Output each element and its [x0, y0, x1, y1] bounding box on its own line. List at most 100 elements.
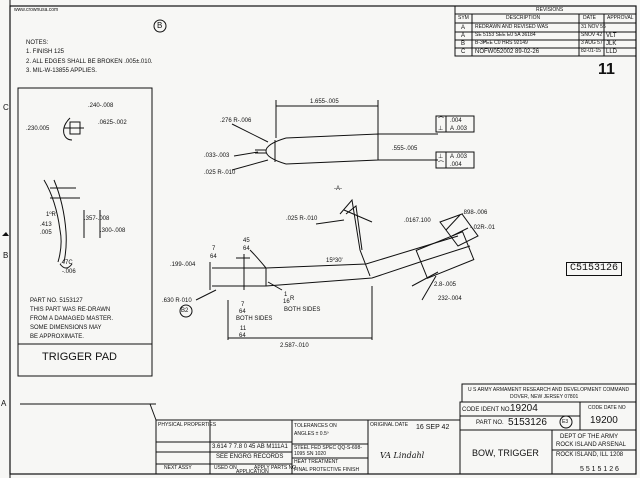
- detail-dim: .230.005: [26, 126, 50, 132]
- detail-dim: .300-.008: [100, 228, 126, 234]
- detail-title: TRIGGER PAD: [42, 351, 117, 363]
- border-arrow: [2, 232, 9, 236]
- record-no: 3.614 7 7.8 0 45 AB M111A1: [212, 444, 288, 450]
- dim-label: .025 R-.010: [286, 216, 318, 222]
- dim-label: .555-.005: [392, 146, 418, 152]
- dim-label: .0167.100: [404, 218, 431, 224]
- dim-label: BOTH SIDES: [236, 316, 273, 322]
- original-date-value: 16 SEP 42: [416, 424, 450, 431]
- dim-label: 232-.004: [438, 296, 462, 302]
- dim-label: 16: [283, 299, 290, 305]
- dim-label: 1: [284, 292, 288, 298]
- note-item: 2. ALL EDGES SHALL BE BROKEN .005±.010.: [26, 59, 153, 65]
- heat-treatment-label: HEAT TREATMENT: [294, 459, 339, 465]
- rev-row-sym: B: [461, 41, 466, 47]
- part-callout: C5153126: [566, 262, 623, 276]
- part-no-value: 5153126: [508, 417, 547, 428]
- sheet-letter: B: [157, 21, 163, 30]
- application-label: APPLICATION: [236, 469, 269, 475]
- detail-dim: .357-.008: [84, 216, 110, 222]
- rev-row-sym: A: [461, 25, 466, 31]
- datum-a: -A-: [334, 186, 342, 192]
- bottom-part-partial: 5 5 1 5 1 2 6: [580, 466, 619, 473]
- revisions-title: REVISIONS: [536, 7, 564, 13]
- angles-label: ANGLES ± 0.5º: [294, 431, 329, 437]
- part-circle-label: E3: [562, 419, 569, 425]
- rev-row-desc: B-3₱EE C0 HRS 92149: [475, 40, 528, 46]
- dim-label: 11: [240, 326, 247, 332]
- dim-label: 64: [210, 254, 217, 260]
- agency-line: U S ARMY ARMAMENT RESEARCH AND DEVELOPME…: [468, 387, 630, 393]
- rev-row-desc: REDRAWN AND REVISED WAS: [475, 24, 549, 30]
- rev-row-sym: C: [461, 49, 466, 55]
- sheet-letter-circle: [153, 19, 167, 33]
- tolerance-value: .004: [450, 162, 462, 168]
- used-on-label: USED ON: [214, 465, 237, 471]
- tolerance-value: A .003: [450, 126, 468, 132]
- dim-label: .199-.004: [170, 262, 196, 268]
- rev-row-sym: A: [461, 33, 466, 39]
- part-circle: [559, 415, 573, 429]
- detail-dim: .47C: [60, 260, 73, 266]
- border-letter: B: [3, 251, 9, 260]
- dim-label: .898-.006: [462, 210, 488, 216]
- code-date-value: 19200: [590, 415, 618, 426]
- rev-col-sym: SYM: [458, 15, 469, 21]
- view-marker-circle: [179, 304, 193, 318]
- rev-row-approval: VLT: [606, 33, 617, 39]
- detail-dim: .005: [40, 230, 52, 236]
- code-ident-value: 19204: [510, 403, 538, 414]
- detail-dim: .413: [40, 222, 52, 228]
- agency-line: DOVER, NEW JERSEY 07801: [510, 394, 579, 400]
- note-item: 3. MIL-W-13855 APPLIES.: [26, 68, 97, 74]
- tolerance-symbol: ⊥: [438, 154, 444, 160]
- detail-part-no: PART NO. 5153127: [30, 298, 83, 304]
- rev-row-date: 3 AUG 57: [581, 40, 603, 46]
- rev-row-date: SNOV 42: [581, 32, 603, 38]
- detail-note: FROM A DAMAGED MASTER.: [30, 316, 114, 322]
- notes-heading: NOTES:: [26, 40, 49, 46]
- detail-note: BE APPROXIMATE.: [30, 334, 84, 340]
- dim-label: -.02R-.01: [470, 225, 496, 231]
- dept-line: ROCK ISLAND ARSENAL: [556, 442, 627, 448]
- dim-label: 15º30': [326, 258, 343, 264]
- detail-dim: .0625-.002: [98, 120, 127, 126]
- signature: VA Lindahl: [380, 451, 425, 460]
- rev-row-desc: SE 5153 SEE E0 5A 36184: [475, 32, 536, 38]
- rev-col-date: DATE: [583, 15, 596, 21]
- dim-label: 2.8-.005: [434, 282, 457, 288]
- material-line: 1095 SN 1020: [294, 451, 326, 457]
- note-item: 1. FINISH 125: [26, 49, 65, 55]
- rev-col-approval: APPROVAL: [607, 15, 634, 21]
- dim-label: .276 R-.006: [220, 118, 252, 124]
- rev-row-approval: JLK: [606, 41, 617, 47]
- tolerance-symbol: ⌒: [438, 118, 445, 124]
- dim-label: 64: [239, 333, 246, 339]
- rev-col-description: DESCRIPTION: [506, 15, 541, 21]
- dept-line: ROCK ISLAND, ILL 1208: [556, 452, 624, 458]
- rev-row-desc: NOFW052002 89-02-26: [475, 49, 540, 55]
- dim-label: 7: [241, 302, 245, 308]
- original-date-label: ORIGINAL DATE: [370, 422, 409, 428]
- dim-label: 7: [212, 246, 216, 252]
- material-line: STEEL FED SPEC QQ-S-698-: [294, 445, 362, 451]
- apply-parts-label: APPLY PARTS NO.: [254, 465, 298, 471]
- border-letter: C: [3, 103, 9, 112]
- page-number: 11: [598, 61, 615, 78]
- next-assy-label: NEXT ASSY: [164, 465, 192, 471]
- drawing-title: BOW, TRIGGER: [472, 448, 539, 458]
- dim-label: .033-.003: [204, 153, 230, 159]
- tolerance-symbol: ⊥: [438, 126, 444, 132]
- code-date-label: CODE DATE NO: [588, 405, 626, 411]
- part-no-label: PART NO.: [476, 420, 504, 426]
- detail-dim: -.006: [62, 269, 76, 275]
- rev-row-date: 31 NOV 55: [581, 24, 606, 30]
- dim-label: .025 R-.010: [204, 170, 236, 176]
- detail-dim: .240-.008: [88, 103, 114, 109]
- detail-note: THIS PART WAS RE-DRAWN: [30, 307, 111, 313]
- dim-label: R: [290, 296, 295, 302]
- dim-label: 64: [239, 309, 246, 315]
- tolerance-value: .004: [450, 118, 462, 124]
- site-stamp: www.crownusa.com: [14, 7, 59, 13]
